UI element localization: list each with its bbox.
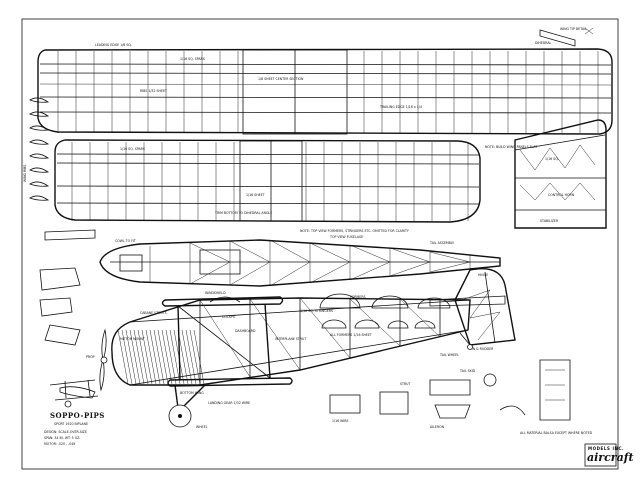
- wing-panel-note-label: NOTE: BUILD WING PANELS FLAT: [485, 145, 537, 149]
- landing-gear: [168, 384, 206, 428]
- interplane-label: INTERPLANE STRUT: [275, 337, 306, 341]
- prop-label: PROP: [86, 355, 95, 359]
- cabane-label: CABANE STRUTS: [140, 311, 167, 315]
- spec-line-2: SPAN: 34 IN. WT: 5 OZ.: [44, 436, 80, 440]
- stringer-label: 1/16 SQ. STRINGERS: [300, 309, 333, 313]
- motor-mount-label: MOTOR MOUNT: [120, 337, 145, 341]
- formers-label: ALL FORMERS 1/16 SHEET: [330, 333, 372, 337]
- formers-title: FORMERS: [350, 295, 366, 299]
- propeller: [99, 328, 108, 392]
- aileron-label: AILERON: [430, 425, 445, 429]
- magazine-logo: aircraft: [587, 451, 634, 464]
- fuselage-top-label: TOP VIEW FUSELAGE: [329, 235, 363, 239]
- stab-label: 1/16 SQ.: [545, 157, 559, 161]
- rudder-side: [454, 267, 516, 346]
- tail-wheel-label: TAIL WHEEL: [439, 353, 459, 357]
- title-block: SOPPO-PIPS SPORT 1920 BIPLANE DESIGN: SC…: [44, 411, 105, 446]
- bottom-wing-center-label: 1/16 SHEET: [246, 193, 265, 197]
- formers-row: [319, 293, 451, 329]
- left-side-details: [39, 229, 96, 346]
- tail-skid: [459, 332, 473, 350]
- spec-line-1: DESIGN: SCALE-OVER-SIZE: [44, 430, 87, 434]
- tail-assembly-label: TAIL ASSEMBLY: [429, 241, 454, 245]
- top-wing-rib-label: RIBS 1/32 SHEET: [140, 89, 167, 93]
- top-wing-le-label: LEADING EDGE 1/8 SQ.: [95, 43, 132, 47]
- plan-note-label: ALL MATERIAL BALSA EXCEPT WHERE NOTED: [520, 431, 593, 435]
- dashboard-label: DASHBOARD: [235, 329, 256, 333]
- wing-ribs-title: WING RIBS: [23, 165, 27, 182]
- sheet-border: [21, 18, 619, 470]
- gear-label: LANDING GEAR 1/32 WIRE: [208, 401, 250, 405]
- strut-label: STRUT: [400, 382, 411, 386]
- biplane-sketch-icon: [49, 379, 99, 408]
- wing-ribs-strip: [29, 97, 50, 201]
- wire-gear-label: 1/16 WIRE: [332, 419, 349, 423]
- stab-note-label: STABILIZER: [540, 219, 559, 223]
- spec-line-3: MOTOR: .020 - .049: [44, 442, 75, 446]
- wing-tip-note-label: WING TIP DETAIL: [560, 27, 587, 31]
- top-wing-te-label: TRAILING EDGE 1/16 x 1/4: [379, 105, 422, 109]
- control-horn-label: CONTROL HORN: [548, 193, 575, 197]
- wheel-label: WHEEL: [196, 425, 208, 429]
- fuselage-side-view: [111, 295, 506, 387]
- cockpit-label: COCKPIT: [222, 315, 236, 319]
- small-parts: [329, 359, 571, 421]
- bottom-wing-spar-label: 1/16 SQ. SPARS: [120, 147, 145, 151]
- bottom-wing-note-label: TRIM BOTTOM TO DIHEDRAL ANGLE: [214, 211, 272, 215]
- bottom-wing-plan: [54, 139, 481, 223]
- fin-rudder-label: FIN & RUDDER: [470, 347, 494, 351]
- tail-skid-label: TAIL SKID: [459, 369, 476, 373]
- hinge-label: HINGE: [478, 273, 488, 277]
- fuselage-top-view: [99, 239, 501, 287]
- wing-notes: WING TIP DETAIL DIHEDRAL: [535, 27, 594, 47]
- cowl-label: COWL TO FIT: [115, 239, 136, 243]
- model-subtitle: SPORT 1920 BIPLANE: [54, 422, 88, 426]
- top-wing-dihedral-label: DIHEDRAL: [535, 41, 552, 45]
- top-wing-spar-label: 1/16 SQ. SPARS: [180, 57, 205, 61]
- bottom-wing-pos-label: BOTTOM WING: [180, 391, 204, 395]
- stabilizer-plan: [514, 119, 607, 229]
- aircraft-logo-icon: MODELS INC. aircraft: [584, 443, 634, 467]
- magazine-sub: MODELS INC.: [588, 446, 624, 451]
- top-wing-center-label: 1/8 SHEET CENTER SECTION: [258, 77, 304, 81]
- fuselage-note-label: NOTE: TOP VIEW FORMERS, STRINGERS ETC. O…: [300, 229, 409, 233]
- top-wing-plan: [37, 48, 613, 135]
- model-name: SOPPO-PIPS: [50, 411, 105, 420]
- windshield-label: WINDSHIELD: [205, 291, 226, 295]
